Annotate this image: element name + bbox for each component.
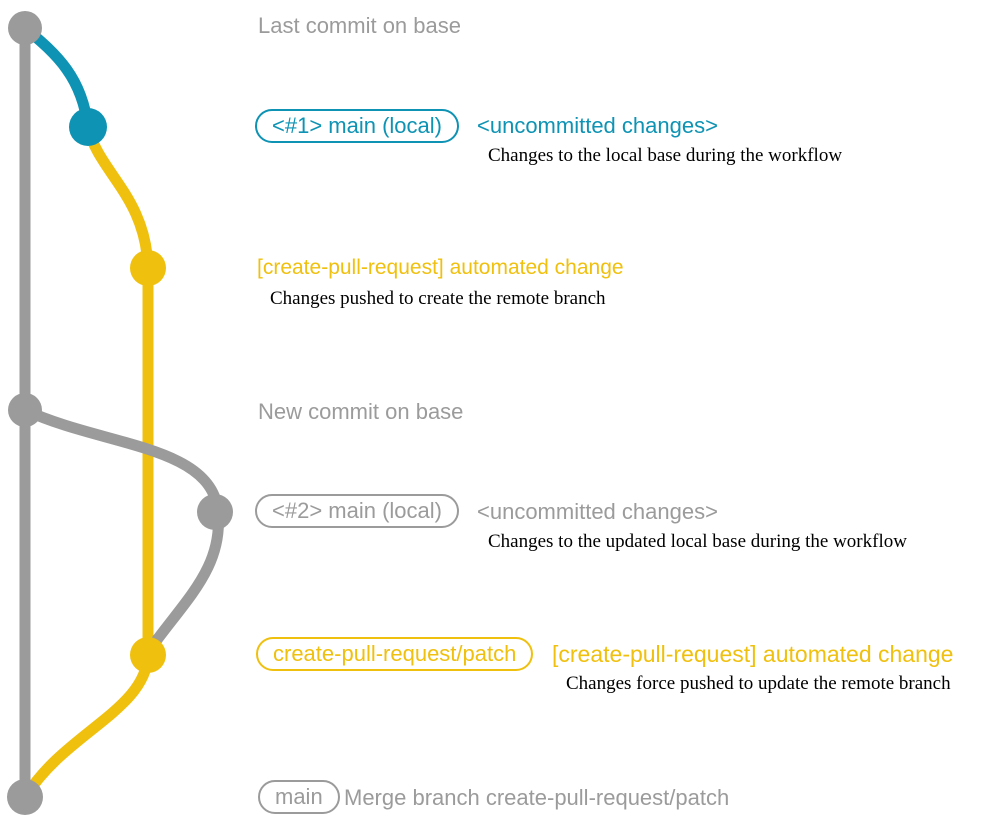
branch-badge-main-local-1: <#1> main (local) <box>255 109 459 143</box>
label-new-commit-on-base: New commit on base <box>258 399 464 424</box>
label-last-commit-on-base: Last commit on base <box>258 13 461 38</box>
branch-badge-main: main <box>258 780 340 814</box>
note-updated-local-base-changes: Changes to the updated local base during… <box>488 531 907 552</box>
note-force-pushed-update-remote: Changes force pushed to update the remot… <box>566 673 951 694</box>
pull-request-branch-line <box>20 121 154 802</box>
commit-message-merge: Merge branch create-pull-request/patch <box>344 785 730 810</box>
commit-dot-last-base <box>8 11 42 45</box>
commit-dot-local-2 <box>197 494 233 530</box>
branch-badge-create-pull-request-patch: create-pull-request/patch <box>256 637 534 671</box>
commit-message-automated-2: [create-pull-request] automated change <box>552 641 954 667</box>
note-pushed-create-remote: Changes pushed to create the remote bran… <box>270 288 606 309</box>
commit-message-automated-1: [create-pull-request] automated change <box>257 256 624 279</box>
commit-message-uncommitted-2: <uncommitted changes> <box>477 499 718 524</box>
commit-dot-automated-2 <box>130 637 166 673</box>
branch-badge-main-local-2: <#2> main (local) <box>255 494 459 528</box>
commit-dot-automated-1 <box>130 250 166 286</box>
commit-dot-merge <box>7 779 43 815</box>
updated-local-branch-line <box>19 404 224 654</box>
note-local-base-changes: Changes to the local base during the wor… <box>488 145 843 166</box>
commit-dot-local-1 <box>69 108 107 146</box>
commit-dot-new-base <box>8 393 42 427</box>
commit-message-uncommitted-1: <uncommitted changes> <box>477 113 718 138</box>
